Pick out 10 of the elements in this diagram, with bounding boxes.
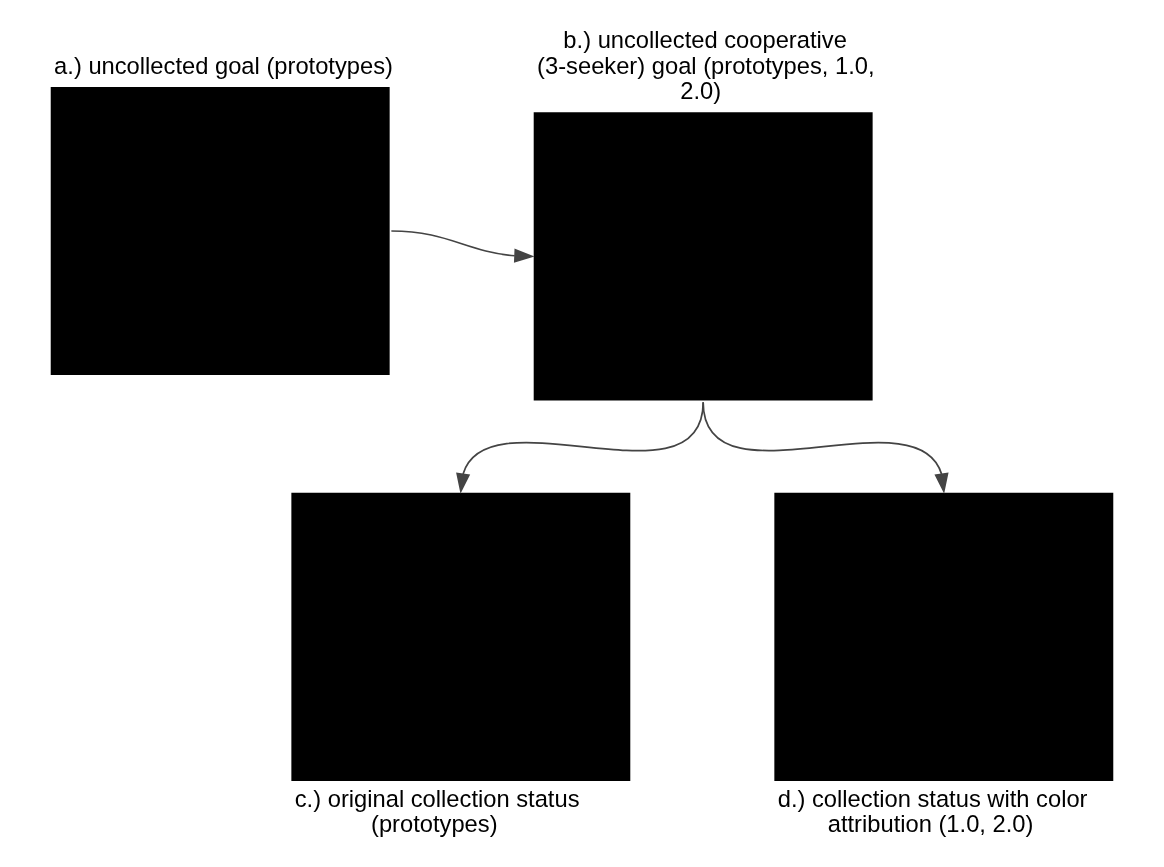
arrow [390,230,535,263]
node-box [533,112,873,401]
node-box [774,492,1114,781]
node-label: c.) original collection status (prototypes) [294,785,580,838]
node-label: a.) uncollected goal (prototypes) [54,52,393,79]
node-box [291,492,631,781]
node-label: d.) collection status with color attribution (1.0, 2.0) [777,785,1088,838]
arrow [702,401,949,494]
node-box [50,86,390,376]
node-label: b.) uncollected cooperative (3-seeker) goal (prototypes, 1.0, 2.0) [537,27,875,105]
